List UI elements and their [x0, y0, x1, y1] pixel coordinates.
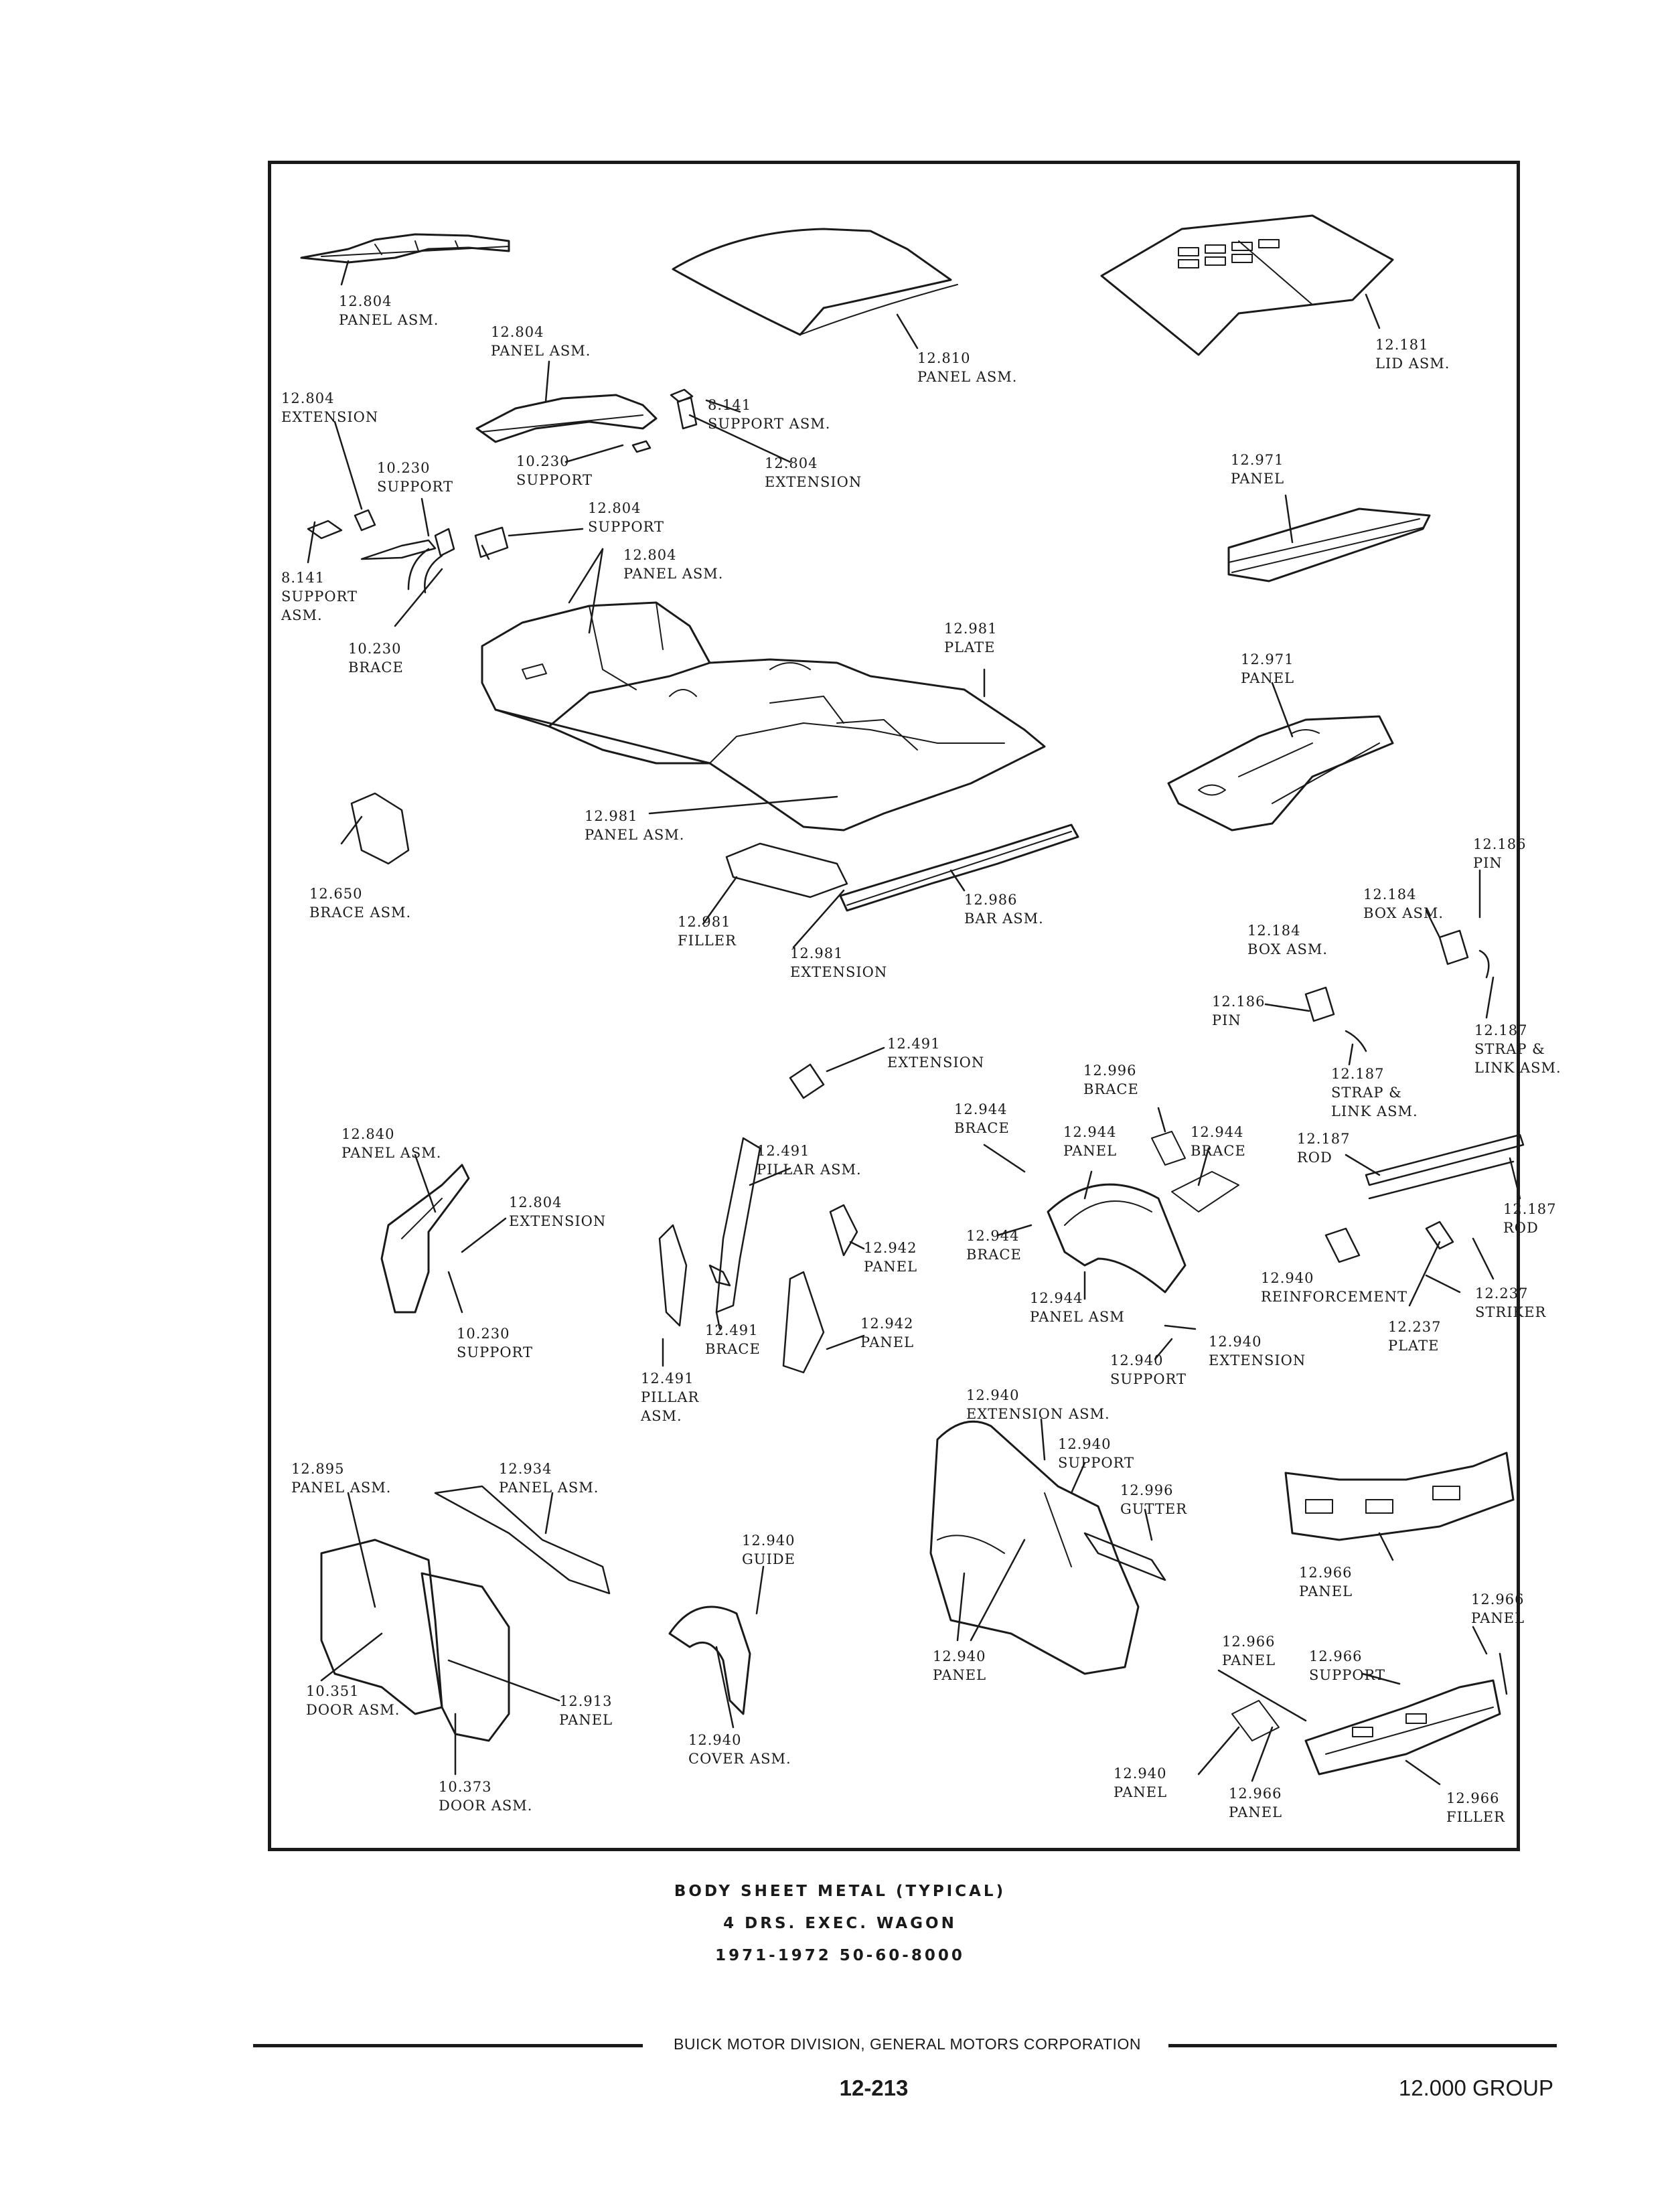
- caption-title: BODY SHEET METAL (TYPICAL): [674, 1883, 1006, 1900]
- callout: 12.491 PILLAR ASM.: [641, 1370, 700, 1424]
- rocker-bar-drawing: [839, 823, 1079, 912]
- filler-drawing: [350, 792, 848, 898]
- group-label: 12.000 GROUP: [1398, 2075, 1553, 2100]
- callout: 12.491 BRACE: [705, 1322, 761, 1357]
- rear-filler-drawing: [1231, 1679, 1501, 1776]
- rear-end-panel-drawing: [1284, 1451, 1515, 1541]
- callout: 12.944 PANEL: [1063, 1124, 1118, 1159]
- page-number: 12-213: [839, 2075, 909, 2100]
- callout: 12.187 ROD: [1297, 1131, 1351, 1166]
- callout: 12.187 ROD: [1503, 1201, 1557, 1236]
- callout: 12.810 PANEL ASM.: [917, 350, 1018, 385]
- callout: 12.986 BAR ASM.: [964, 892, 1044, 927]
- callout: 12.944 BRACE: [954, 1101, 1010, 1136]
- callout: 12.650 BRACE ASM.: [309, 886, 412, 921]
- rear-floor-panel-2-drawing: [1167, 715, 1394, 832]
- callout: 12.895 PANEL ASM.: [291, 1461, 392, 1496]
- callout: 12.940 EXTENSION ASM.: [966, 1387, 1110, 1422]
- callout: 12.966 PANEL: [1229, 1786, 1283, 1820]
- door-drawings: [320, 1539, 510, 1742]
- callout: 12.940 EXTENSION: [1209, 1334, 1306, 1368]
- callout: 12.966 PANEL: [1299, 1565, 1353, 1599]
- fender-drawing: [929, 1420, 1140, 1675]
- lid-assembly-drawing: [1100, 214, 1394, 356]
- callout: 12.940 GUIDE: [742, 1532, 795, 1567]
- caption-model: 4 DRS. EXEC. WAGON: [723, 1915, 957, 1932]
- callout: 12.966 SUPPORT: [1309, 1648, 1386, 1683]
- callout: 12.181 LID ASM.: [1375, 337, 1450, 372]
- callout: 8.141 SUPPORT ASM.: [281, 570, 358, 623]
- callout: 12.966 PANEL: [1471, 1591, 1525, 1626]
- callout: 12.184 BOX ASM.: [1363, 886, 1444, 921]
- callout: 12.944 PANEL ASM: [1030, 1290, 1125, 1325]
- callout: 12.940 REINFORCEMENT: [1261, 1270, 1408, 1305]
- callout: 12.996 GUTTER: [1120, 1482, 1188, 1517]
- callout: 12.996 BRACE: [1083, 1063, 1139, 1097]
- callout: 8.141 SUPPORT ASM.: [708, 397, 831, 432]
- callout: 12.187 STRAP & LINK ASM.: [1474, 1022, 1561, 1076]
- callout: 12.981 FILLER: [678, 914, 737, 949]
- callout: 12.913 PANEL: [559, 1693, 613, 1728]
- callout: 12.942 PANEL: [864, 1240, 918, 1275]
- footer-rule-left: [253, 2044, 643, 2047]
- callout: 10.230 BRACE: [348, 641, 404, 676]
- callout: 12.971 PANEL: [1231, 452, 1285, 487]
- callout: 12.940 PANEL: [1114, 1765, 1168, 1800]
- callout: 12.971 PANEL: [1241, 651, 1295, 686]
- callout: 12.966 PANEL: [1222, 1634, 1276, 1668]
- callout: 12.491 EXTENSION: [887, 1036, 985, 1071]
- wheelhouse-drawing: [1047, 1131, 1239, 1293]
- callout: 10.373 DOOR ASM.: [439, 1779, 533, 1814]
- callout: 12.940 PANEL: [933, 1648, 987, 1683]
- footer-rule-right: [1168, 2044, 1557, 2047]
- wheel-cover-drawing: [668, 1605, 751, 1715]
- floor-pan-drawing: [481, 601, 1046, 832]
- callout: 12.804 PANEL ASM.: [623, 547, 724, 582]
- cowl-panel-drawing: [300, 233, 510, 264]
- roof-panel-drawing: [672, 228, 958, 336]
- callout: 12.840 PANEL ASM.: [341, 1126, 442, 1161]
- rear-floor-panel-drawing: [1227, 507, 1431, 582]
- callout: 12.804 PANEL ASM.: [491, 324, 591, 359]
- quarter-panel-left-drawing: [380, 1164, 470, 1314]
- callout: 12.940 COVER ASM.: [688, 1732, 791, 1767]
- callout: 12.940 SUPPORT: [1110, 1352, 1187, 1387]
- callout: 10.351 DOOR ASM.: [306, 1683, 400, 1718]
- callout: 12.237 PLATE: [1388, 1319, 1442, 1354]
- callout: 12.804 SUPPORT: [588, 500, 665, 535]
- callout: 12.944 BRACE: [1191, 1124, 1246, 1159]
- callout: 12.804 EXTENSION: [765, 455, 862, 490]
- callout: 12.237 STRIKER: [1475, 1285, 1547, 1320]
- pillar-drawings: [658, 1063, 858, 1374]
- callout: 12.804 PANEL ASM.: [339, 293, 439, 328]
- bracket-drawings: [307, 388, 698, 594]
- callout: 12.491 PILLAR ASM.: [757, 1143, 862, 1178]
- illustration-frame: [268, 161, 1520, 1851]
- callout: 12.981 PLATE: [944, 621, 998, 655]
- callout: 12.981 EXTENSION: [790, 945, 888, 980]
- dash-panel-drawing: [475, 394, 658, 443]
- callout: 12.187 STRAP & LINK ASM.: [1331, 1066, 1418, 1119]
- callout: 12.804 EXTENSION: [281, 390, 379, 425]
- callout: 10.230 SUPPORT: [377, 460, 454, 495]
- gutter-drawing: [1083, 1532, 1166, 1581]
- callout: 10.230 SUPPORT: [457, 1326, 534, 1360]
- callout: 12.981 PANEL ASM.: [585, 808, 685, 843]
- callout: 12.186 PIN: [1212, 994, 1266, 1028]
- callout: 12.804 EXTENSION: [509, 1194, 607, 1229]
- footer-corporation: BUICK MOTOR DIVISION, GENERAL MOTORS COR…: [674, 2035, 1141, 2053]
- callout: 12.186 PIN: [1473, 836, 1527, 871]
- callout: 12.966 FILLER: [1446, 1790, 1505, 1825]
- callout: 12.184 BOX ASM.: [1247, 923, 1328, 957]
- callout: 12.940 SUPPORT: [1058, 1436, 1135, 1471]
- caption-years: 1971-1972 50-60-8000: [715, 1947, 965, 1964]
- callout: 12.942 PANEL: [860, 1316, 915, 1350]
- leader-lines: [307, 260, 1521, 1786]
- callout: 12.934 PANEL ASM.: [499, 1461, 599, 1496]
- roof-rail-drawing: [434, 1485, 611, 1595]
- callout: 10.230 SUPPORT: [516, 453, 593, 488]
- callout: 12.944 BRACE: [966, 1228, 1022, 1263]
- rod-drawing: [1304, 929, 1525, 1263]
